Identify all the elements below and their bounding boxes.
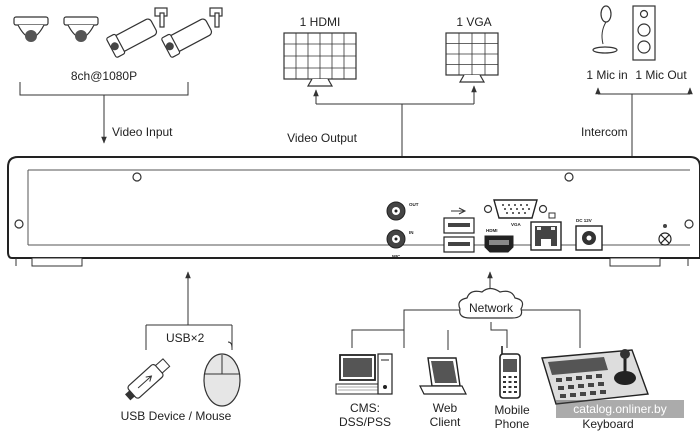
- web-client-label: Web: [433, 401, 458, 415]
- usb-label: USB×2: [166, 331, 205, 345]
- mobile-phone-label-line2: Phone: [495, 417, 530, 431]
- power-port[interactable]: [575, 225, 603, 251]
- bullet-camera-icon: [161, 7, 223, 58]
- control-keyboard-icon: [541, 349, 649, 405]
- watermark: catalog.onliner.by: [573, 402, 666, 416]
- video-output-label: Video Output: [287, 131, 357, 145]
- audio-out-port[interactable]: [386, 201, 406, 221]
- vga-port-label: VGA: [511, 222, 522, 227]
- vga-label: 1 VGA: [456, 15, 491, 29]
- video-output-connector: [313, 85, 477, 156]
- desktop-pc-icon: [335, 353, 393, 395]
- video-input-label: Video Input: [112, 125, 173, 139]
- ground-screw[interactable]: [658, 224, 672, 246]
- intercom-label: Intercom: [581, 125, 628, 139]
- audio-out-label: OUT: [409, 202, 419, 207]
- nvr-rear-panel: [7, 156, 700, 267]
- web-client-label-line2: Client: [430, 415, 461, 429]
- audio-in-port[interactable]: [386, 229, 406, 249]
- network-port-icon: [548, 212, 556, 219]
- mic-in-label: 1 Mic in: [586, 68, 627, 82]
- video-input-connector: [19, 82, 189, 144]
- cameras-label: 8ch@1080P: [71, 69, 137, 83]
- power-label: DC 12V: [576, 218, 592, 223]
- mobile-phone-icon: [499, 346, 521, 399]
- mobile-phone-label: Mobile: [494, 403, 530, 417]
- keyboard-label: Keyboard: [582, 417, 633, 431]
- network-cloud-icon: [458, 287, 524, 319]
- dome-camera-icon: [13, 16, 49, 42]
- mic-out-label: 1 Mic Out: [635, 68, 687, 82]
- bullet-camera-icon: [106, 7, 168, 58]
- hdmi-port[interactable]: [484, 235, 514, 253]
- intercom-connector: [595, 87, 693, 156]
- usb-port[interactable]: [443, 236, 475, 253]
- microphone-icon: [592, 5, 618, 54]
- usb-icon: [451, 207, 467, 215]
- vga-port[interactable]: [483, 199, 548, 219]
- cms-label: CMS:: [350, 401, 380, 415]
- hdmi-monitor-icon: [283, 32, 357, 87]
- usb-flash-drive-icon: [125, 358, 171, 401]
- dome-camera-icon: [63, 16, 99, 42]
- ethernet-port[interactable]: [530, 221, 562, 251]
- vga-monitor-icon: [445, 32, 499, 83]
- hdmi-port-label: HDMI: [486, 228, 498, 233]
- audio-in-label: IN: [409, 230, 414, 235]
- cms-label-line2: DSS/PSS: [339, 415, 391, 429]
- watermark-background: [556, 400, 684, 418]
- speaker-icon: [632, 5, 656, 61]
- laptop-icon: [419, 357, 467, 395]
- usb-port[interactable]: [443, 217, 475, 234]
- network-label: Network: [469, 301, 514, 315]
- network-connector: [351, 271, 581, 350]
- hdmi-label: 1 HDMI: [300, 15, 341, 29]
- mouse-icon: [203, 341, 241, 407]
- usb-devices-label: USB Device / Mouse: [121, 409, 232, 423]
- mic-label: MIC: [392, 254, 401, 259]
